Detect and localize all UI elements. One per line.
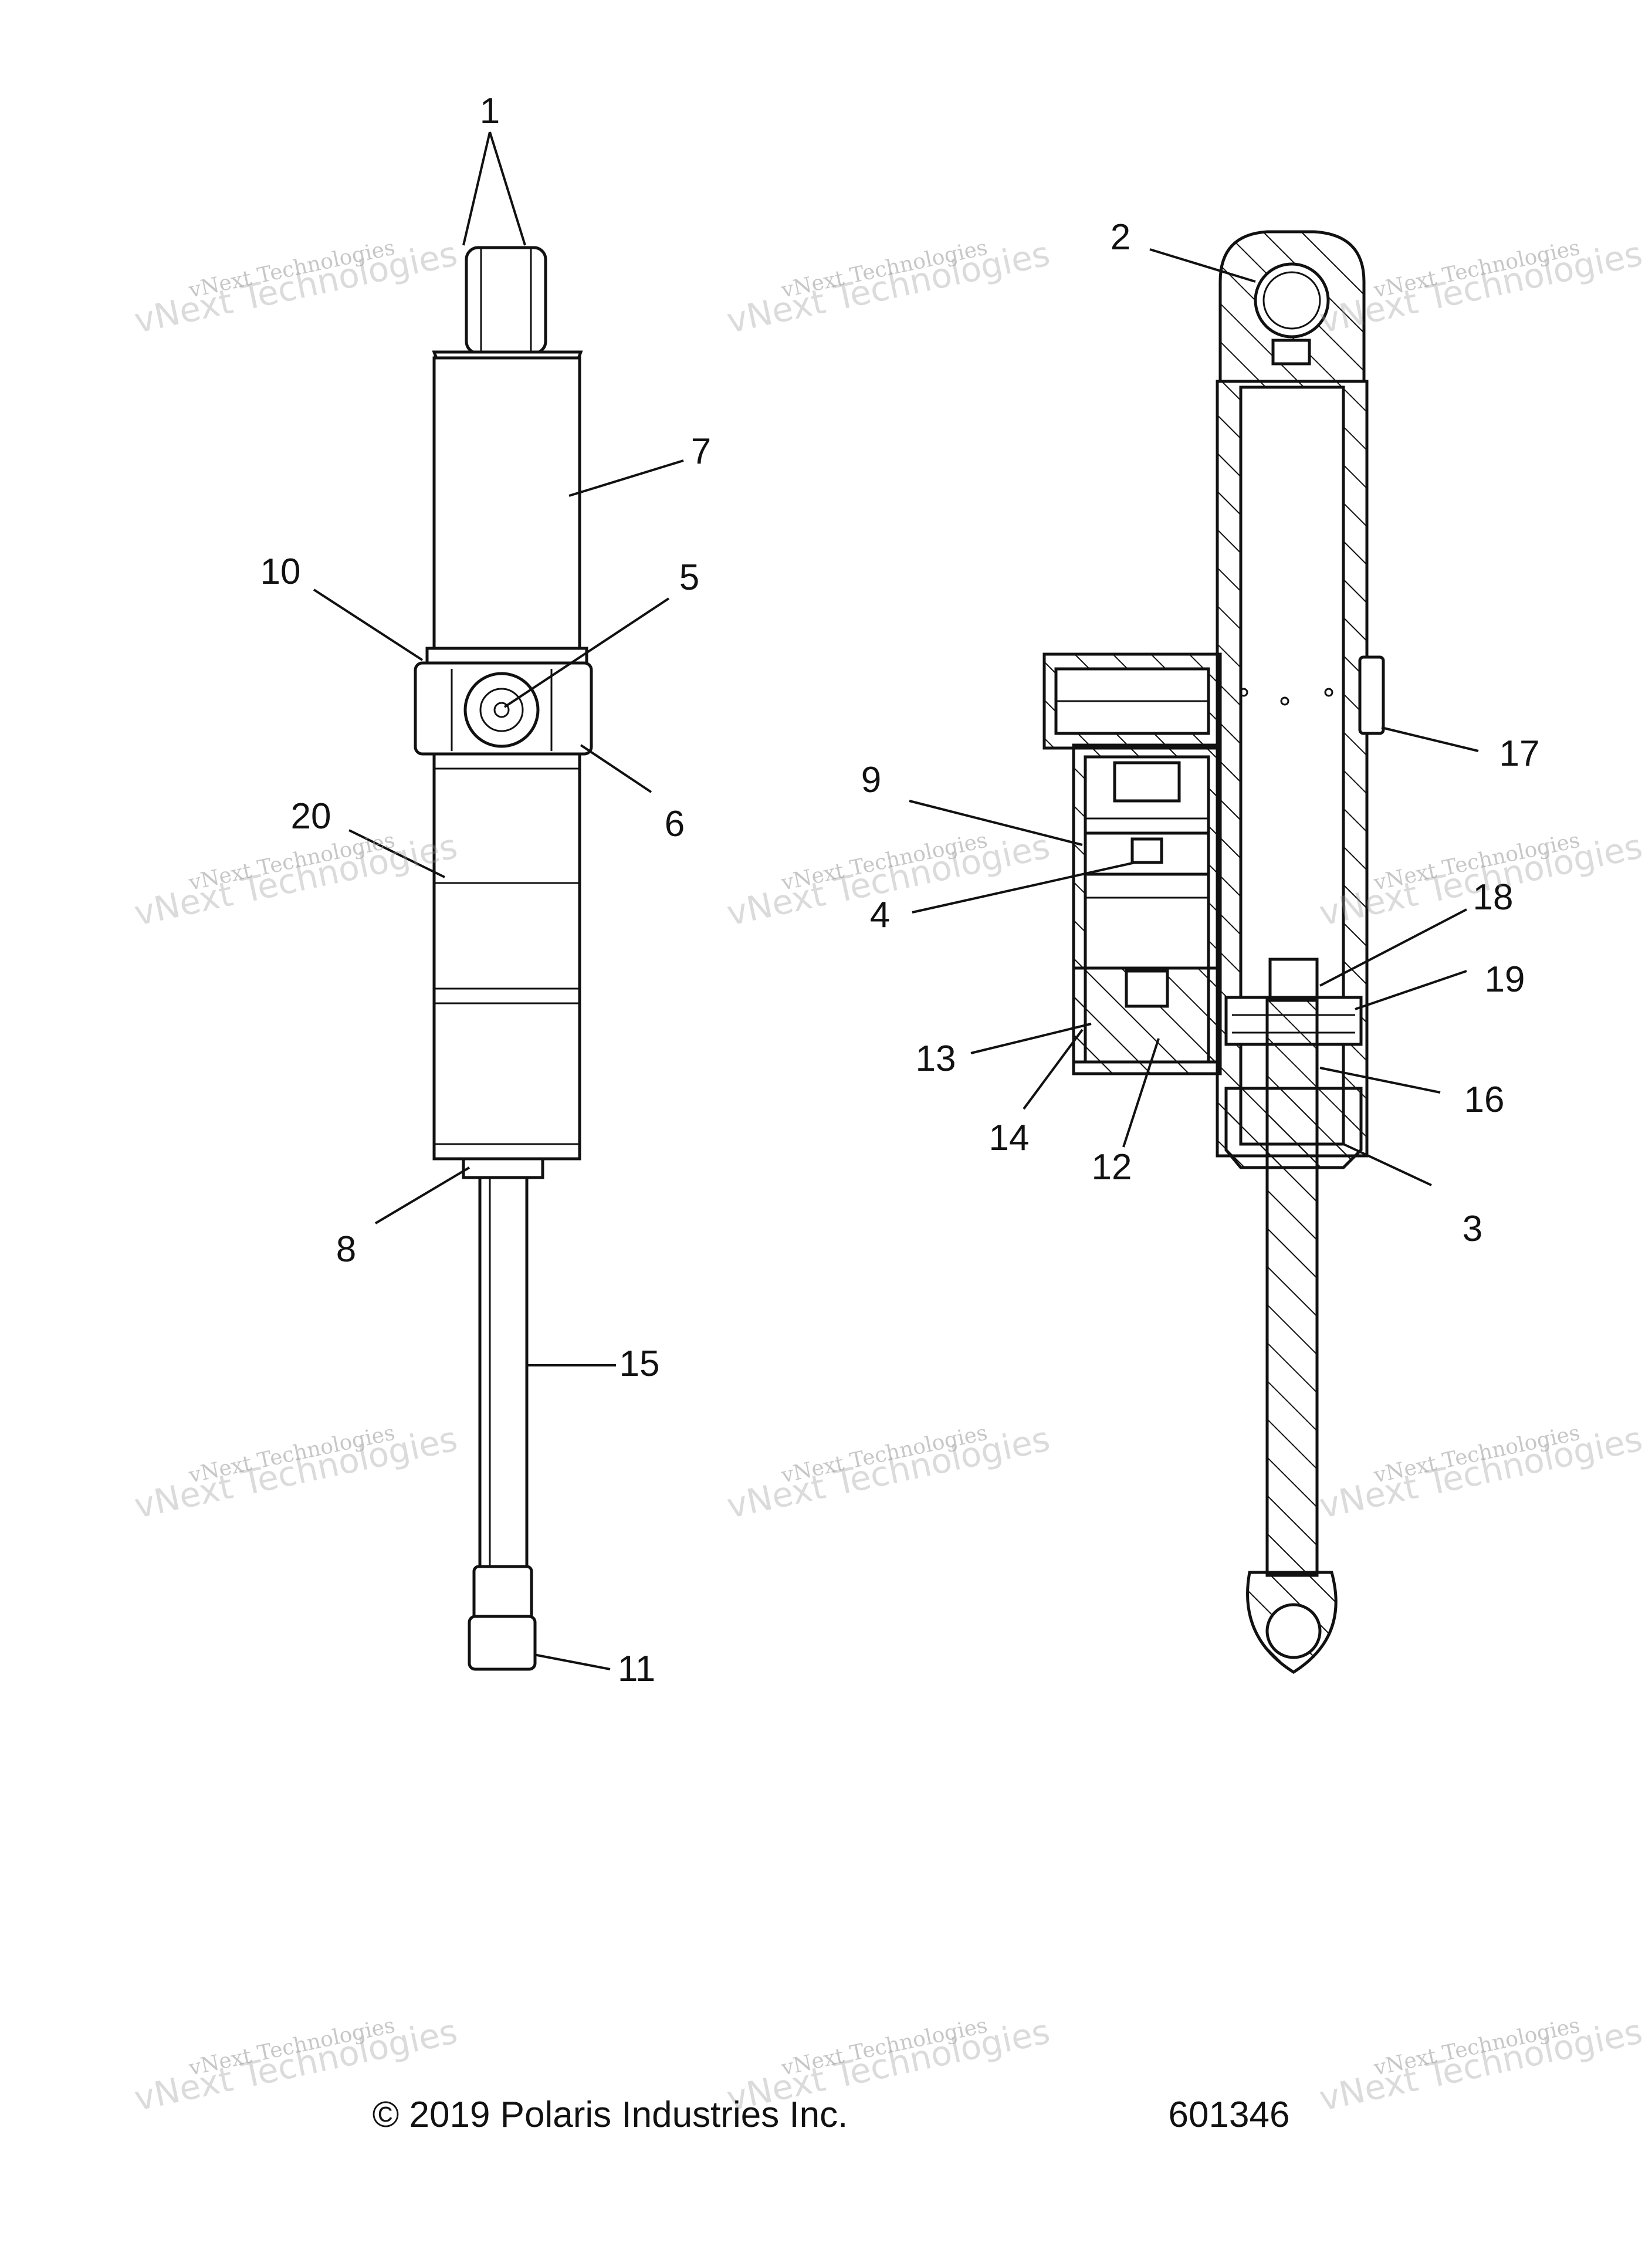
callout-20: 20	[291, 796, 331, 837]
callout-17: 17	[1499, 733, 1540, 774]
callout-7: 7	[691, 431, 711, 472]
callout-1: 1	[480, 91, 500, 131]
callout-12: 12	[1092, 1147, 1132, 1188]
watermarks: vNext Technologies vNext Technologies vNe…	[131, 234, 1646, 2119]
callout-14: 14	[989, 1118, 1030, 1158]
callout-8: 8	[336, 1229, 356, 1270]
callout-5: 5	[679, 557, 699, 598]
copyright-text: © 2019 Polaris Industries Inc.	[373, 2095, 848, 2135]
rod-end-eyelet	[472, 1565, 533, 1621]
svg-text:vNext Technologies: vNext Technologies	[723, 1419, 1053, 1526]
svg-text:vNext Technologies: vNext Technologies	[723, 234, 1053, 341]
svg-text:vNext Technologies: vNext Technologies	[131, 1419, 461, 1526]
reservoir-body-upper	[432, 356, 581, 650]
callout-6: 6	[665, 804, 685, 844]
leader-lines	[313, 131, 1479, 1670]
callout-3: 3	[1463, 1209, 1482, 1249]
callout-9: 9	[861, 760, 881, 800]
callout-2: 2	[1111, 217, 1130, 258]
callout-19: 19	[1485, 959, 1525, 1000]
callout-11: 11	[618, 1649, 655, 1689]
svg-text:vNext Technologies: vNext Technologies	[1316, 2011, 1646, 2119]
exterior-view	[414, 246, 593, 1671]
callout-4: 4	[870, 895, 890, 935]
svg-text:vNext Technologies: vNext Technologies	[131, 234, 461, 341]
part-number: 601346	[1169, 2095, 1290, 2135]
callout-13: 13	[916, 1038, 956, 1079]
top-cap	[465, 246, 547, 355]
callout-18: 18	[1473, 877, 1514, 918]
svg-text:vNext Technologies: vNext Technologies	[1316, 1419, 1646, 1526]
callout-15: 15	[620, 1344, 660, 1384]
callout-10: 10	[260, 552, 301, 592]
adjuster-knob	[463, 672, 540, 748]
shaft	[478, 1176, 529, 1569]
seal-head	[462, 1157, 544, 1179]
callout-16: 16	[1464, 1080, 1505, 1120]
shock-body-lower	[432, 752, 581, 1161]
callouts: 1 2 3 4 5 6 7 8 9 10 11 12 13 14 15 16 1…	[260, 91, 1540, 1689]
svg-text:vNext Technologies: vNext Technologies	[131, 826, 461, 933]
section-shaft	[1265, 996, 1319, 1577]
section-view	[1042, 230, 1385, 1674]
